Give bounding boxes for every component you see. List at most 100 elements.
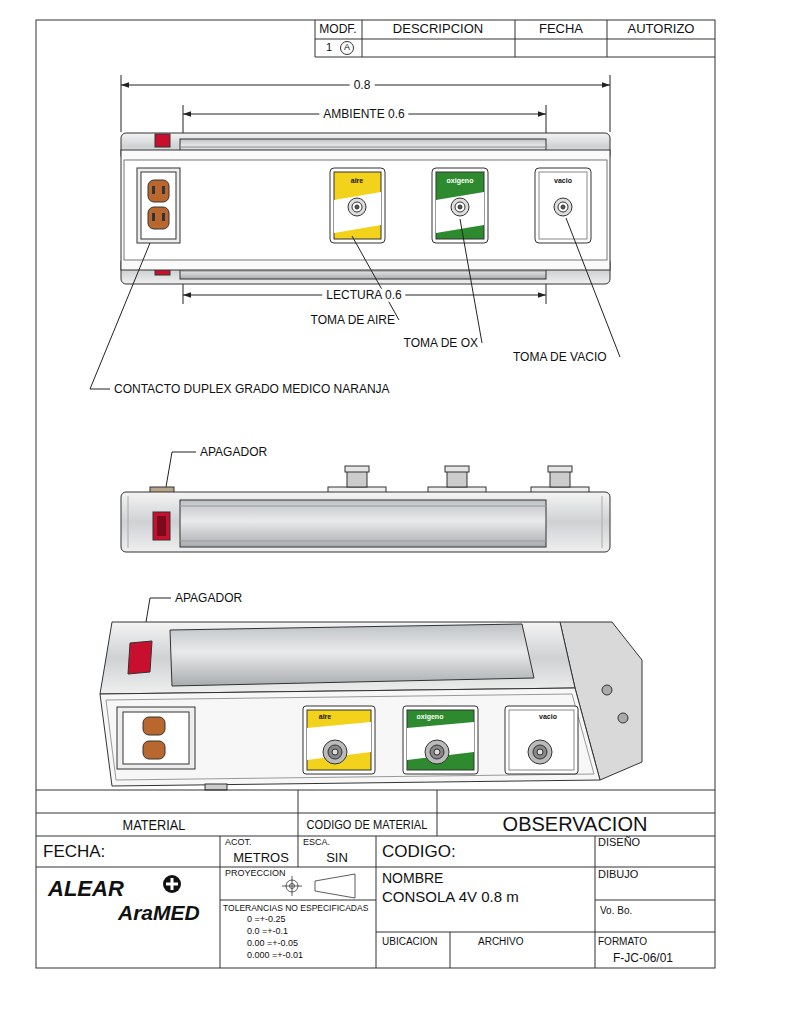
gas-fitting <box>550 471 570 487</box>
sheet-frame <box>315 39 715 40</box>
leader-line <box>352 236 399 320</box>
console-top-view <box>535 168 591 243</box>
projection-symbol <box>315 874 355 898</box>
leader-line <box>166 452 196 487</box>
part-label: CONTACTO DUPLEX GRADO MEDICO NARANJA <box>114 383 390 396</box>
gas-fitting <box>345 466 369 472</box>
sheet-frame <box>341 42 354 55</box>
dimension-line <box>183 282 184 304</box>
dimension-line <box>610 75 611 132</box>
table-cell: FORMATO <box>598 937 647 948</box>
console-iso-view <box>100 622 575 694</box>
console-top-view <box>141 172 176 239</box>
console-top-view <box>121 133 610 284</box>
console-iso-view <box>323 740 347 764</box>
logo-mark <box>163 875 181 893</box>
console-iso-view <box>117 707 195 769</box>
console-top-view <box>137 168 180 243</box>
console-iso-view <box>170 624 534 686</box>
title-block <box>376 932 715 933</box>
title-block <box>595 836 596 968</box>
console-iso-view <box>303 706 375 774</box>
table-header: MODF. <box>319 23 356 36</box>
console-iso-view <box>100 622 642 790</box>
table-cell: ESCA. <box>303 838 330 847</box>
console-iso-view <box>123 712 189 764</box>
gas-fitting <box>347 471 367 487</box>
console-top-view <box>432 168 488 243</box>
console-top-view <box>451 198 469 216</box>
title-block <box>595 900 715 901</box>
console-top-view <box>554 198 572 216</box>
console-top-view <box>352 202 362 212</box>
console-top-view <box>155 134 170 147</box>
dimension-line <box>121 75 610 304</box>
leader-line <box>566 218 620 357</box>
console-top-view <box>148 207 169 229</box>
console-side-view <box>180 541 546 542</box>
console-top-view <box>152 186 155 194</box>
console-side-view <box>121 492 610 552</box>
console-top-view <box>121 150 610 270</box>
console-iso-view <box>505 706 578 774</box>
logo-mark <box>166 883 178 886</box>
table-header: CODIGO DE MATERIAL <box>307 818 428 832</box>
gas-fitting <box>447 471 467 487</box>
console-top-view <box>539 172 587 239</box>
console-top-view <box>458 205 462 209</box>
console-top-view <box>436 172 484 239</box>
sheet-frame <box>36 20 715 968</box>
table-cell: NOMBRE <box>382 871 443 886</box>
table-header: AUTORIZO <box>628 22 695 36</box>
table-cell: PROYECCION <box>225 869 286 878</box>
tolerance-note: 0.000 =+-0.01 <box>247 951 303 960</box>
console-iso-view <box>205 784 227 790</box>
console-iso-view <box>537 749 543 755</box>
dimension-text: LECTURA 0.6 <box>322 289 405 302</box>
sheet-frame <box>315 57 715 58</box>
table-header: DESCRIPCION <box>393 22 483 36</box>
leader-line <box>90 243 150 389</box>
table-cell: CODIGO: <box>382 843 456 861</box>
plate-label: oxigeno <box>417 713 444 720</box>
console-side-view <box>153 512 170 540</box>
console-iso-view <box>106 694 594 780</box>
console-side-view <box>128 496 129 548</box>
console-iso-view <box>509 710 574 770</box>
projection-symbol <box>292 876 293 896</box>
console-top-view <box>162 186 165 194</box>
dimension-text: 0.8 <box>350 79 375 92</box>
dimension-line <box>546 282 547 304</box>
tolerance-note: 0.0 =+-0.1 <box>247 927 288 936</box>
table-cell: ACOT. <box>225 838 252 847</box>
console-iso-view <box>528 740 552 764</box>
table-cell: ARCHIVO <box>478 937 524 948</box>
title-block <box>376 836 377 968</box>
gas-fitting <box>548 466 572 472</box>
plate-label: vacio <box>554 177 572 184</box>
gas-fitting <box>328 466 589 493</box>
projection-symbol <box>282 874 355 898</box>
table-header: FECHA <box>539 22 583 36</box>
console-iso-view <box>434 749 440 755</box>
plate-label: aire <box>351 177 363 184</box>
table-cell: DISEÑO <box>598 837 640 849</box>
drawing-name: CONSOLA 4V 0.8 m <box>382 889 519 905</box>
format-code: F-JC-06/01 <box>613 952 673 965</box>
table-cell: UBICACION <box>382 937 438 948</box>
console-top-view <box>162 213 165 221</box>
console-iso-view <box>332 749 338 755</box>
console-side-view <box>180 500 546 547</box>
console-iso-view <box>618 713 628 723</box>
table-cell: FECHA: <box>43 843 105 861</box>
part-label: TOMA DE AIRE <box>311 314 395 327</box>
console-top-view <box>561 205 565 209</box>
part-label: APAGADOR <box>175 592 242 605</box>
logo-text: AraMED <box>118 902 200 924</box>
console-iso-view <box>100 688 600 786</box>
console-top-view <box>180 147 546 148</box>
console-top-view <box>355 205 359 209</box>
console-top-view <box>334 172 381 239</box>
